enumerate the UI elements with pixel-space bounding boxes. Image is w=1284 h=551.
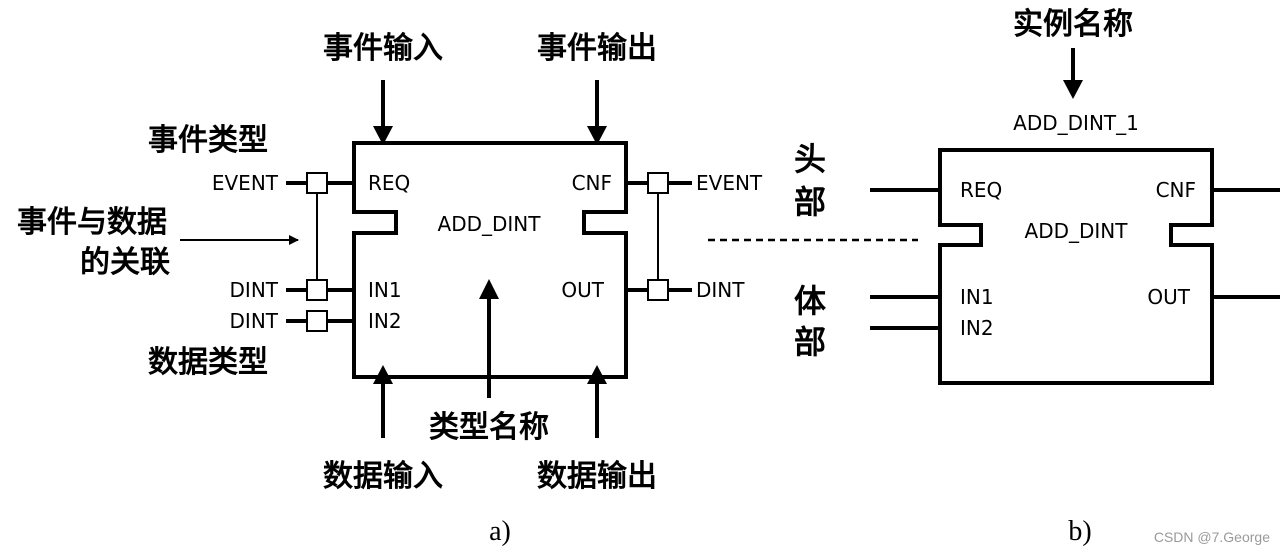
label-instance-name: 实例名称: [1013, 7, 1133, 42]
label-event-type: 事件类型: [148, 123, 268, 158]
port-cnf: CNF: [572, 171, 612, 195]
dint-type-out: DINT: [696, 278, 745, 302]
data-input-arrow: [373, 365, 393, 438]
event-type-right: EVENT: [696, 171, 763, 195]
function-block-b: REQ CNF IN1 IN2 OUT ADD_DINT 实例名称 ADD_DI…: [708, 7, 1280, 547]
label-data-input: 数据输入: [323, 459, 443, 494]
label-association-1: 事件与数据: [17, 205, 167, 240]
in2-connector: [306, 310, 328, 332]
event-type-left: EVENT: [212, 171, 279, 195]
caption-b: b): [1068, 516, 1091, 547]
label-head-2: 部: [794, 183, 826, 221]
watermark: CSDN @7.George: [1154, 529, 1270, 545]
label-body-2: 部: [794, 323, 826, 361]
fb-b-port-in2: IN2: [960, 316, 994, 340]
fb-type-name: ADD_DINT: [438, 212, 542, 236]
label-data-type: 数据类型: [148, 345, 268, 380]
function-block-a: REQ CNF IN1 IN2 OUT ADD_DINT EVENT EVENT…: [17, 31, 763, 547]
label-event-input: 事件输入: [323, 31, 443, 66]
port-out: OUT: [561, 278, 604, 302]
event-right-connector: [647, 172, 669, 194]
event-left-connector: [306, 172, 328, 194]
port-in1: IN1: [368, 278, 402, 302]
fb-a-outline: [352, 141, 628, 379]
event-output-arrow: [587, 80, 607, 145]
in1-connector: [306, 279, 328, 301]
fb-b-port-cnf: CNF: [1156, 178, 1196, 202]
data-output-arrow: [587, 365, 607, 438]
event-input-arrow: [373, 80, 393, 145]
label-body-1: 体: [794, 282, 826, 320]
dint-type-in1: DINT: [230, 278, 279, 302]
out-connector: [647, 279, 669, 301]
label-event-output: 事件输出: [537, 31, 657, 66]
fb-b-port-in1: IN1: [960, 285, 994, 309]
label-data-output: 数据输出: [537, 459, 657, 494]
label-type-name: 类型名称: [429, 410, 549, 445]
dint-type-in2: DINT: [230, 309, 279, 333]
fb-b-port-req: REQ: [960, 178, 1002, 202]
label-association-2: 的关联: [80, 245, 170, 280]
port-in2: IN2: [368, 309, 402, 333]
fb-b-outline: [938, 148, 1214, 385]
label-head-1: 头: [794, 140, 826, 178]
instance-name-arrow: [1063, 48, 1083, 99]
type-name-arrow: [479, 279, 499, 398]
fb-b-type-name: ADD_DINT: [1025, 219, 1129, 243]
caption-a: a): [489, 516, 511, 547]
instance-name-value: ADD_DINT_1: [1013, 111, 1139, 135]
port-req: REQ: [368, 171, 410, 195]
fb-b-port-out: OUT: [1147, 285, 1190, 309]
